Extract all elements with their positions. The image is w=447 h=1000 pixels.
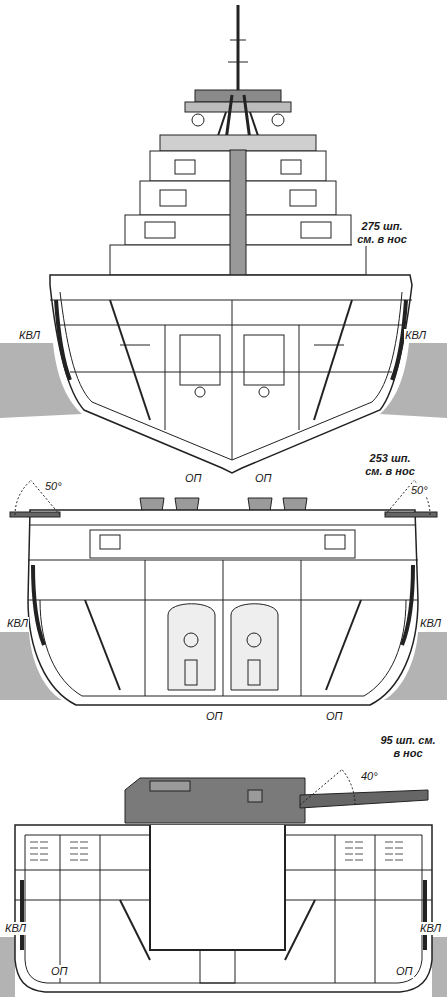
baseline-label: ОП	[254, 472, 273, 485]
frame-label: 95 шп. см. в нос	[378, 734, 438, 760]
angle-label: 40°	[360, 770, 379, 783]
angle-label: 50°	[44, 480, 63, 493]
hatch-stroke	[30, 854, 38, 855]
waterline-label: КВЛ	[6, 617, 29, 630]
hatch-stroke	[355, 848, 363, 849]
hatch-stroke	[80, 854, 88, 855]
hatch-stroke	[80, 860, 88, 861]
baseline-label: ОП	[50, 965, 69, 978]
hatch-stroke	[70, 842, 78, 843]
hatch-stroke	[40, 848, 48, 849]
hatch-stroke	[385, 848, 393, 849]
hatch-stroke	[385, 854, 393, 855]
frame-label: 253 шп. см. в нос	[360, 452, 420, 478]
hatch-stroke	[345, 860, 353, 861]
hatch-stroke	[385, 860, 393, 861]
hatch-stroke	[80, 848, 88, 849]
hatch-stroke	[40, 842, 48, 843]
hatch-stroke	[40, 860, 48, 861]
waterline-label: КВЛ	[4, 922, 27, 935]
hatch-stroke	[345, 848, 353, 849]
hatch-stroke	[70, 848, 78, 849]
hatch-stroke	[345, 854, 353, 855]
hatch-stroke	[30, 848, 38, 849]
baseline-label: ОП	[205, 710, 224, 723]
waterline-label: КВЛ	[18, 329, 41, 342]
hatch-stroke	[40, 854, 48, 855]
hatch-stroke	[80, 842, 88, 843]
hatch-stroke	[395, 854, 403, 855]
waterline-label: КВЛ	[419, 922, 442, 935]
hatch-stroke	[30, 842, 38, 843]
baseline-label: ОП	[395, 965, 414, 978]
baseline-label: ОП	[325, 710, 344, 723]
hatch-stroke	[395, 860, 403, 861]
frame-label: 275 шп. см. в нос	[352, 220, 412, 246]
angle-label: 50°	[410, 484, 429, 497]
baseline-label: ОП	[184, 472, 203, 485]
hatch-stroke	[345, 842, 353, 843]
hatch-stroke	[70, 860, 78, 861]
waterline-label: КВЛ	[419, 617, 442, 630]
hatch-stroke	[30, 860, 38, 861]
hatch-stroke	[355, 842, 363, 843]
hatch-stroke	[395, 848, 403, 849]
hatch-stroke	[385, 842, 393, 843]
waterline-label: КВЛ	[404, 329, 427, 342]
hatch-stroke	[355, 860, 363, 861]
hatch-stroke	[355, 854, 363, 855]
hatch-stroke	[395, 842, 403, 843]
hatch-stroke	[70, 854, 78, 855]
